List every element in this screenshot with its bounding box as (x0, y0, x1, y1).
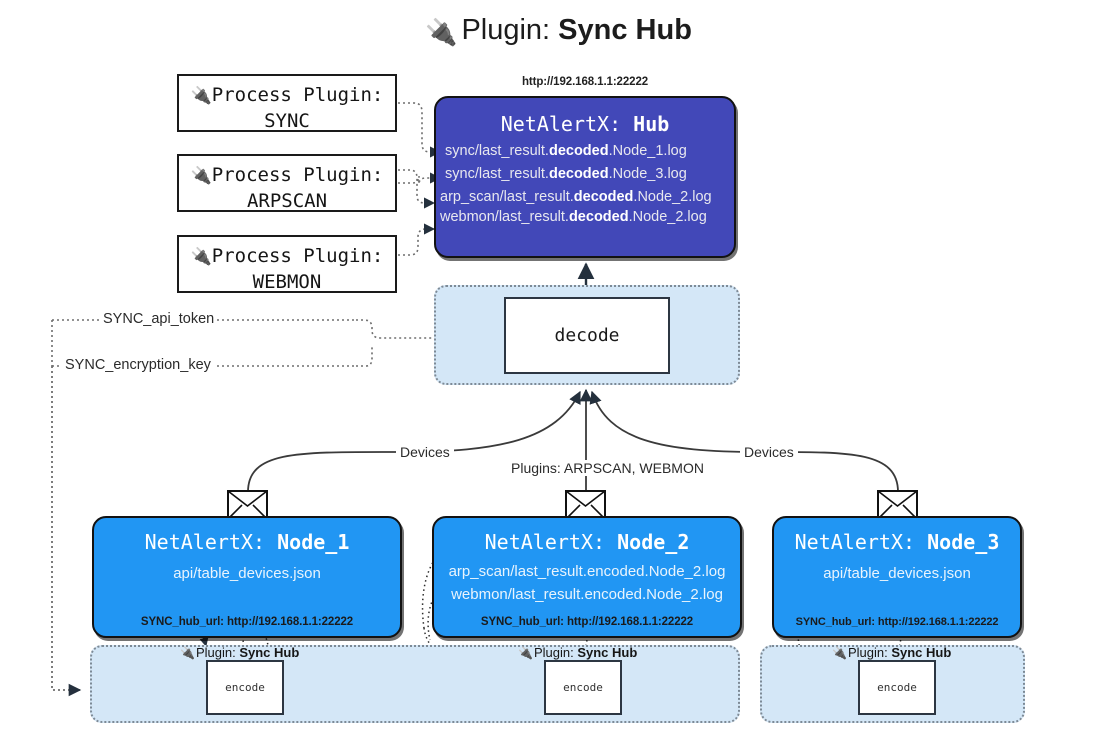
decode-box[interactable]: decode (504, 297, 670, 374)
plug-icon: 🔌 (832, 646, 847, 660)
node-line: api/table_devices.json (823, 565, 971, 582)
node-line: arp_scan/last_result.encoded.Node_2.log (448, 563, 726, 580)
node-title-name: Node_1 (277, 530, 350, 554)
plugin-label-node-1: 🔌Plugin: Sync Hub (180, 645, 300, 660)
process-plugin-line1: 🔌Process Plugin: (190, 84, 384, 106)
process-plugin-line2: SYNC (264, 109, 310, 132)
hub-title: NetAlertX: Hub (436, 112, 734, 136)
hub-log-line: sync/last_result.decoded.Node_1.log (445, 143, 687, 159)
hub-node[interactable]: NetAlertX: Hub sync/last_result.decoded.… (434, 96, 736, 258)
node-title: NetAlertX: Node_2 (434, 530, 740, 554)
node-title-name: Node_2 (617, 530, 690, 554)
plugin-label-node-2: 🔌Plugin: Sync Hub (518, 645, 638, 660)
encode-box-node-2[interactable]: encode (544, 660, 622, 715)
process-plugin-box-arpscan[interactable]: 🔌Process Plugin: ARPSCAN (177, 154, 397, 212)
node-title: NetAlertX: Node_3 (774, 530, 1020, 554)
node-box-node-2[interactable]: NetAlertX: Node_2 arp_scan/last_result.e… (432, 516, 742, 638)
plug-icon: 🔌 (190, 86, 212, 106)
hub-title-name: Hub (633, 112, 670, 136)
encode-box-node-3[interactable]: encode (858, 660, 936, 715)
node-line: api/table_devices.json (173, 565, 321, 582)
page-title: 🔌Plugin: Sync Hub (0, 14, 1117, 48)
encode-box-node-1[interactable]: encode (206, 660, 284, 715)
envelope-icon (227, 490, 268, 525)
node-title-prefix: NetAlertX: (794, 530, 916, 554)
hub-log-line: sync/last_result.decoded.Node_3.log (445, 166, 687, 182)
node-title: NetAlertX: Node_1 (94, 530, 400, 554)
hub-url-label: http://192.168.1.1:22222 (521, 76, 649, 88)
process-plugin-line2: WEBMON (252, 270, 322, 293)
node-line: webmon/last_result.encoded.Node_2.log (451, 586, 723, 603)
node-footer: SYNC_hub_url: http://192.168.1.1:22222 (795, 616, 999, 628)
plug-icon: 🔌 (425, 17, 458, 47)
page-title-name: Sync Hub (558, 14, 692, 46)
plug-icon: 🔌 (190, 166, 212, 186)
node-title-prefix: NetAlertX: (484, 530, 606, 554)
edge-label-devices-right: Devices (740, 444, 798, 460)
node-footer: SYNC_hub_url: http://192.168.1.1:22222 (480, 616, 694, 628)
plugin-container-left (90, 645, 740, 723)
node-box-node-3[interactable]: NetAlertX: Node_3 api/table_devices.json… (772, 516, 1022, 638)
edge-label-plugins: Plugins: ARPSCAN, WEBMON (507, 460, 708, 476)
process-plugin-line1: 🔌Process Plugin: (190, 245, 384, 267)
plug-icon: 🔌 (518, 646, 533, 660)
process-plugin-box-webmon[interactable]: 🔌Process Plugin: WEBMON (177, 235, 397, 293)
process-plugin-line1: 🔌Process Plugin: (190, 164, 384, 186)
node-title-prefix: NetAlertX: (144, 530, 266, 554)
hub-log-line: webmon/last_result.decoded.Node_2.log (440, 209, 707, 225)
process-plugin-box-sync[interactable]: 🔌Process Plugin: SYNC (177, 74, 397, 132)
process-plugin-line2: ARPSCAN (246, 189, 328, 212)
node-footer: SYNC_hub_url: http://192.168.1.1:22222 (140, 616, 354, 628)
sync-api-token-label: SYNC_api_token (100, 311, 218, 327)
edge-label-devices-left: Devices (396, 444, 454, 460)
plugin-label-node-3: 🔌Plugin: Sync Hub (832, 645, 952, 660)
plug-icon: 🔌 (180, 646, 195, 660)
envelope-icon (565, 490, 606, 525)
plug-icon: 🔌 (190, 247, 212, 267)
node-title-name: Node_3 (927, 530, 1000, 554)
node-box-node-1[interactable]: NetAlertX: Node_1 api/table_devices.json… (92, 516, 402, 638)
hub-title-prefix: NetAlertX: (500, 112, 622, 136)
sync-encryption-key-label: SYNC_encryption_key (62, 357, 214, 373)
page-title-prefix: Plugin: (461, 14, 551, 46)
hub-log-line: arp_scan/last_result.decoded.Node_2.log (440, 189, 712, 205)
